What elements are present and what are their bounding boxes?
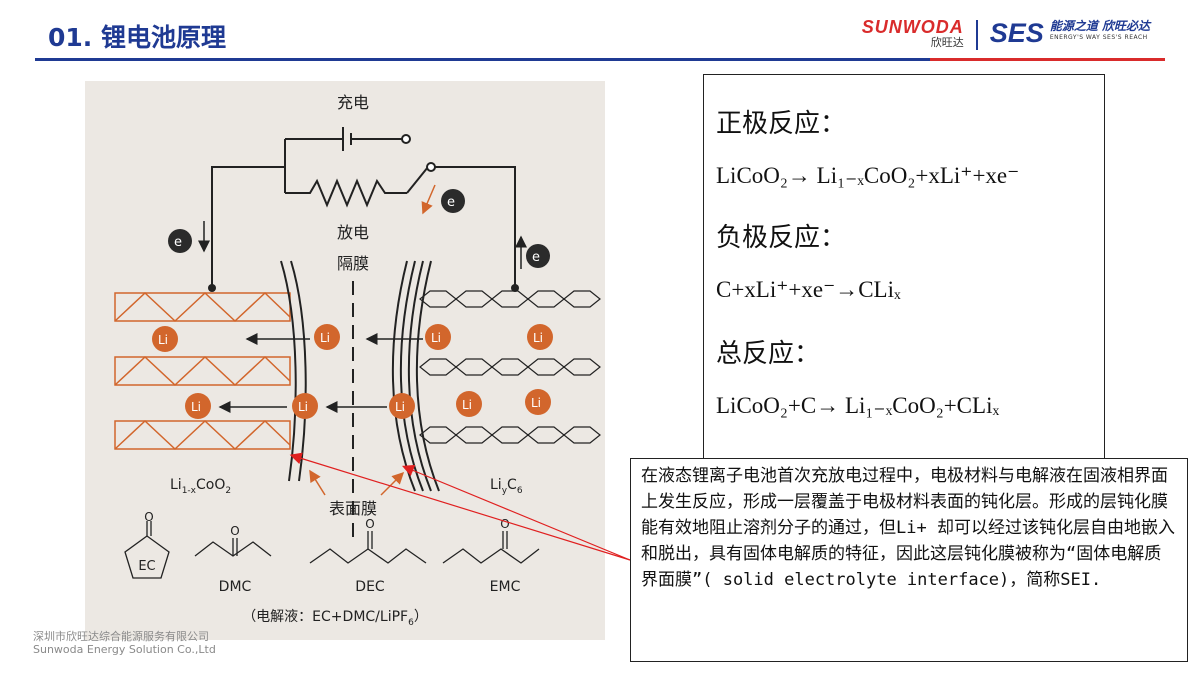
cathode-formula: Li1-xCoO2 bbox=[170, 477, 231, 496]
total-reaction-label: 总反应： bbox=[716, 339, 821, 369]
anode-graphite-layers bbox=[419, 290, 601, 444]
svg-text:O: O bbox=[230, 524, 239, 538]
electron-icon: e bbox=[441, 189, 465, 213]
svg-text:O: O bbox=[500, 517, 509, 531]
svg-text:Li: Li bbox=[320, 331, 330, 345]
solvent-label-dec: DEC bbox=[355, 579, 385, 595]
surface-film-label: 表面膜 bbox=[329, 499, 377, 518]
reaction-equations-box: 正极反应： LiCoO₂→ Li₁₋ₓCoO₂+xLi⁺+xe⁻ 负极反应： C… bbox=[703, 74, 1105, 466]
svg-text:e: e bbox=[174, 235, 182, 250]
logo-divider bbox=[975, 20, 978, 50]
li-ion-icon: Li bbox=[456, 391, 482, 417]
discharge-label: 放电 bbox=[337, 223, 369, 242]
solvent-label-emc: EMC bbox=[490, 579, 521, 595]
svg-text:Li: Li bbox=[191, 400, 201, 414]
li-ion-icon: Li bbox=[527, 324, 553, 350]
sunwoda-logo-cn: 欣旺达 bbox=[930, 36, 964, 49]
svg-text:e: e bbox=[532, 250, 540, 265]
separator-label: 隔膜 bbox=[337, 254, 369, 273]
svg-text:Li: Li bbox=[298, 400, 308, 414]
negative-reaction-equation: C+xLi⁺+xe⁻→CLiₓ bbox=[716, 277, 901, 302]
electron-icon: e bbox=[168, 229, 192, 253]
svg-text:O: O bbox=[144, 510, 153, 524]
positive-reaction-equation: LiCoO₂→ Li₁₋ₓCoO₂+xLi⁺+xe⁻ bbox=[716, 163, 1020, 188]
li-ion-icon: Li bbox=[525, 389, 551, 415]
negative-reaction-label: 负极反应： bbox=[716, 223, 847, 253]
svg-text:Li: Li bbox=[531, 396, 541, 410]
cathode-layers bbox=[114, 291, 291, 451]
svg-text:O: O bbox=[365, 517, 374, 531]
svg-text:Li: Li bbox=[431, 331, 441, 345]
electron-icon: e bbox=[526, 244, 550, 268]
svg-text:Li: Li bbox=[533, 331, 543, 345]
solvent-structures bbox=[124, 521, 540, 579]
slogan-cn: 能源之道 欣旺必达 bbox=[1049, 19, 1150, 33]
slogan-en: ENERGY'S WAY SES'S REACH bbox=[1049, 34, 1148, 41]
footer-company-cn: 深圳市欣旺达综合能源服务有限公司 bbox=[33, 630, 209, 643]
charge-label: 充电 bbox=[337, 93, 369, 112]
header-accent-bar bbox=[930, 58, 1165, 61]
li-ion-icon: Li bbox=[425, 324, 451, 350]
page-title: 01. 锂电池原理 bbox=[48, 23, 226, 52]
total-reaction-equation: LiCoO₂+C→ Li₁₋ₓCoO₂+CLiₓ bbox=[716, 393, 1000, 418]
footer-company-en: Sunwoda Energy Solution Co.,Ltd bbox=[33, 643, 216, 656]
li-ion-icon: Li bbox=[152, 326, 178, 352]
svg-text:Li: Li bbox=[158, 333, 168, 347]
company-footer: 深圳市欣旺达综合能源服务有限公司 Sunwoda Energy Solution… bbox=[33, 630, 216, 656]
svg-text:Li: Li bbox=[395, 400, 405, 414]
li-ion-icon: Li bbox=[292, 393, 318, 419]
migration-arrows bbox=[218, 333, 423, 413]
slogan: 能源之道 欣旺必达 ENERGY'S WAY SES'S REACH bbox=[1050, 18, 1150, 42]
sei-explanation-note: 在液态锂离子电池首次充放电过程中，电极材料与电解液在固液相界面上发生反应，形成一… bbox=[630, 458, 1188, 662]
anode-surface-film bbox=[391, 260, 440, 492]
header-divider bbox=[35, 58, 1165, 61]
electrolyte-label: （电解液：EC+DMC/LiPF6） bbox=[242, 609, 428, 628]
battery-principle-diagram: 充电 放电 隔膜 e e e bbox=[85, 81, 605, 640]
li-ion-icon: Li bbox=[389, 393, 415, 419]
solvent-label-dmc: DMC bbox=[219, 579, 252, 595]
svg-text:Li: Li bbox=[462, 398, 472, 412]
li-ion-icon: Li bbox=[314, 324, 340, 350]
sunwoda-logo-text: SUNWODA bbox=[861, 17, 964, 37]
company-logos: SUNWODA 欣旺达 SES 能源之道 欣旺必达 ENERGY'S WAY S… bbox=[862, 18, 1150, 52]
svg-text:e: e bbox=[447, 195, 455, 210]
li-ion-icon: Li bbox=[185, 393, 211, 419]
circuit-wires bbox=[211, 127, 516, 288]
positive-reaction-label: 正极反应： bbox=[716, 109, 847, 139]
solvent-label-ec: EC bbox=[138, 559, 155, 574]
anode-formula: LiyC6 bbox=[490, 477, 523, 496]
ses-logo: SES bbox=[989, 18, 1044, 48]
sunwoda-logo: SUNWODA 欣旺达 bbox=[862, 18, 964, 49]
